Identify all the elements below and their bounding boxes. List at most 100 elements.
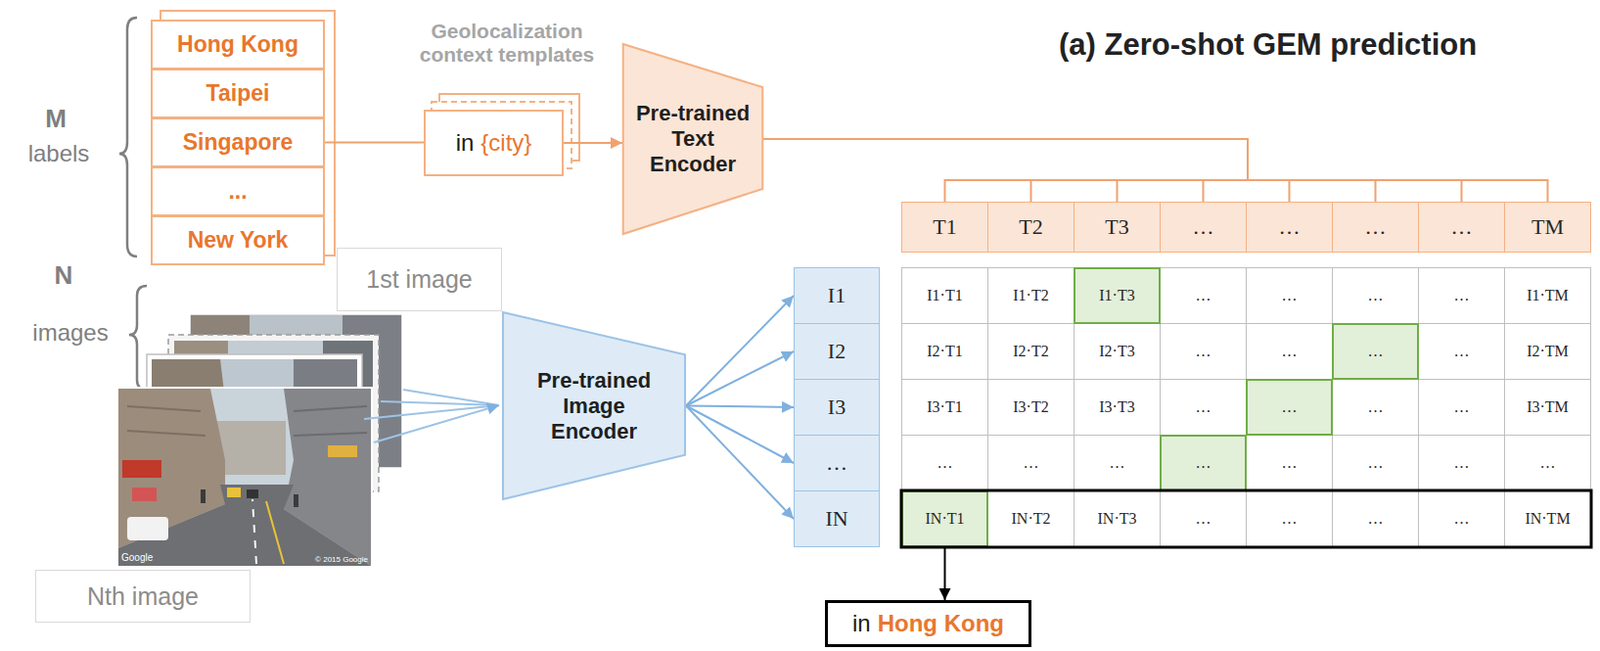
similarity-cell: … bbox=[1159, 378, 1247, 436]
node-text-group: … bbox=[1454, 509, 1470, 528]
labels-brace bbox=[119, 17, 138, 257]
node-text-group: IN·T3 bbox=[1097, 509, 1138, 528]
node-text: … bbox=[1368, 454, 1384, 471]
node-text: {city} bbox=[480, 129, 532, 156]
city-label-box: Hong Kong bbox=[150, 19, 325, 70]
text-embedding-cell: … bbox=[1331, 201, 1419, 253]
similarity-cell: … bbox=[1159, 322, 1247, 380]
connector bbox=[763, 138, 1290, 202]
node-text: Nth image bbox=[87, 582, 199, 610]
similarity-cell: I2·TM bbox=[1504, 322, 1592, 380]
similarity-cell: … bbox=[1417, 378, 1506, 436]
node-text: … bbox=[1368, 286, 1384, 304]
similarity-cell: … bbox=[1417, 267, 1506, 324]
node-text-group: IN·TM bbox=[1524, 509, 1570, 528]
image-embedding-cell: … bbox=[793, 434, 880, 492]
similarity-cell: … bbox=[1417, 322, 1506, 380]
trapezoid-shape bbox=[502, 312, 686, 500]
node-text: in bbox=[852, 609, 871, 637]
node-text: IN·TM bbox=[1524, 509, 1570, 527]
similarity-cell: … bbox=[1417, 490, 1506, 548]
node-text: … bbox=[1368, 509, 1384, 527]
similarity-cell: IN·TM bbox=[1504, 490, 1592, 548]
node-text: I3·T3 bbox=[1098, 398, 1135, 415]
similarity-cell: … bbox=[1159, 490, 1247, 548]
similarity-cell: I3·T3 bbox=[1073, 378, 1161, 436]
image-encoder-trapezoid: Pre-trained Image Encoder bbox=[502, 311, 686, 501]
text-embedding-cell: … bbox=[1417, 201, 1506, 253]
node-text: I2 bbox=[827, 338, 846, 364]
node-text-group: … bbox=[937, 454, 954, 472]
node-text-group: T2 bbox=[1018, 214, 1043, 240]
similarity-cell: IN·T1 bbox=[901, 490, 989, 548]
city-label-box: ... bbox=[150, 166, 325, 217]
connector bbox=[763, 138, 1248, 202]
node-text: I3·TM bbox=[1526, 398, 1569, 415]
image-embedding-cell: IN bbox=[793, 490, 880, 548]
annotation-label: Geolocalization context templates bbox=[399, 19, 615, 67]
node-text: I2·T3 bbox=[1098, 342, 1135, 360]
node-text-group: I2·T1 bbox=[926, 342, 962, 361]
node-text: TM bbox=[1531, 214, 1564, 239]
node-text: Hong Kong bbox=[877, 609, 1005, 637]
node-text-group: … bbox=[1454, 286, 1470, 305]
node-text: … bbox=[1109, 454, 1126, 471]
node-text-group: 1st image bbox=[365, 265, 472, 294]
connector bbox=[763, 138, 1463, 202]
node-text: I3·T2 bbox=[1012, 398, 1049, 415]
node-text: T1 bbox=[932, 214, 957, 239]
node-text-group: TM bbox=[1531, 214, 1564, 240]
node-text: T3 bbox=[1104, 214, 1129, 239]
node-text-group: Pre-trained Text Encoder bbox=[633, 100, 753, 178]
node-text: … bbox=[1195, 342, 1212, 360]
connector bbox=[763, 138, 1549, 202]
node-text-group: Hong Kong bbox=[177, 31, 299, 58]
connector bbox=[685, 351, 794, 407]
connector bbox=[324, 141, 424, 144]
node-text-group: I1·T2 bbox=[1012, 286, 1049, 305]
similarity-cell: … bbox=[987, 434, 1075, 492]
image-caption-box: Nth image bbox=[35, 569, 251, 623]
node-text-group: I3 bbox=[827, 394, 846, 420]
node-text: New York bbox=[187, 227, 289, 253]
node-text-group: … bbox=[1195, 509, 1212, 528]
node-text: I1·T2 bbox=[1012, 286, 1049, 304]
node-text-group: … bbox=[1195, 286, 1212, 305]
connector bbox=[763, 138, 1248, 202]
node-text-group: I2·TM bbox=[1526, 342, 1569, 361]
node-text-group: ... bbox=[228, 178, 247, 205]
selected-row-outline bbox=[901, 490, 1592, 548]
node-text: I3·T1 bbox=[926, 398, 962, 415]
similarity-cell: … bbox=[1331, 267, 1419, 324]
node-text: T2 bbox=[1018, 214, 1043, 239]
node-text-group: in{city} bbox=[456, 129, 533, 157]
text-embedding-cell: … bbox=[1245, 201, 1333, 253]
node-text-group: Taipei bbox=[206, 80, 271, 107]
node-text: … bbox=[1195, 398, 1212, 415]
node-text: … bbox=[1281, 342, 1298, 360]
node-text-group: New York bbox=[187, 227, 289, 254]
node-text: … bbox=[1454, 342, 1470, 360]
node-text-group: … bbox=[1365, 214, 1387, 240]
node-text: IN·T2 bbox=[1011, 509, 1052, 527]
node-text: Hong Kong bbox=[177, 31, 299, 57]
node-text-group: T1 bbox=[932, 214, 957, 240]
node-text-group: … bbox=[1281, 398, 1298, 416]
node-text: … bbox=[1195, 454, 1212, 471]
image-caption-box: 1st image bbox=[336, 247, 503, 312]
node-text-group: I2·T2 bbox=[1012, 342, 1049, 361]
similarity-cell: IN·T3 bbox=[1073, 490, 1161, 548]
node-text-group: I3·T2 bbox=[1012, 398, 1049, 416]
similarity-cell: … bbox=[1245, 434, 1333, 492]
image-embedding-cell: I3 bbox=[793, 378, 880, 436]
node-text: ... bbox=[228, 178, 247, 204]
similarity-cell: … bbox=[1417, 434, 1506, 492]
node-text-group: … bbox=[1368, 398, 1384, 416]
similarity-cell: … bbox=[1159, 267, 1247, 324]
similarity-cell: I2·T1 bbox=[901, 322, 989, 380]
node-text-group: … bbox=[1540, 454, 1556, 472]
similarity-cell: … bbox=[1159, 434, 1247, 492]
connector bbox=[763, 138, 1376, 202]
node-text-group: Singapore bbox=[182, 129, 293, 156]
node-text-group: Pre-trained Image Encoder bbox=[534, 367, 654, 445]
